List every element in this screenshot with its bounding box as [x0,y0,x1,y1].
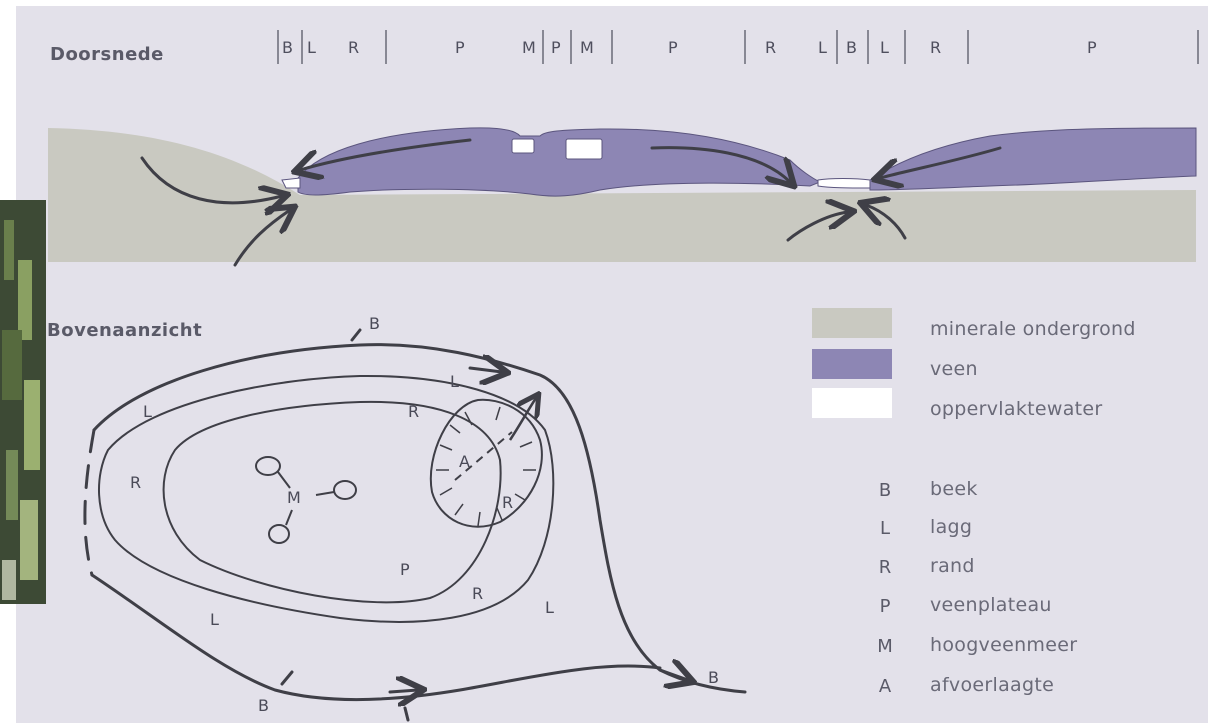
legend-label-peat: veen [930,358,978,380]
legend-key-label-r: rand [930,555,975,577]
plan-label-m: M [287,488,301,507]
legend-key-p: P [873,596,897,617]
zone-label-p4: P [1087,38,1097,57]
legend-key-m: M [873,636,897,657]
plan-label-a: A [459,452,470,471]
stream-bottom-arrow [390,690,418,692]
legend-swatch-peat [812,349,892,379]
plan-label-l-bottom: L [210,610,219,629]
cross-section-title: Doorsnede [50,44,164,65]
zone-label-r1: R [348,38,359,57]
legend-key-label-a: afvoerlaagte [930,674,1054,696]
photo-strip [0,200,46,604]
zone-label-l2: L [818,38,827,57]
zone-label-l1: L [307,38,316,57]
legend-label-mineral: minerale ondergrond [930,318,1136,340]
plan-label-l-right: L [545,598,554,617]
plan-label-p: P [400,560,410,579]
legend-key-label-m: hoogveenmeer [930,634,1077,656]
plan-label-r-top: R [408,402,419,421]
top-view-title: Bovenaanzicht [47,320,202,341]
plan-label-b-right: B [708,668,719,687]
zone-label-p1: P [455,38,465,57]
legend-key-label-l: lagg [930,516,972,538]
legend-label-water: oppervlaktewater [930,398,1103,420]
legend-key-label-b: beek [930,478,978,500]
zone-label-b1: B [282,38,293,57]
legend-key-r: R [873,557,897,578]
plan-label-r-right: R [502,493,513,512]
plan-label-b-bottom: B [258,696,269,715]
plan-label-l-left: L [143,402,152,421]
zone-label-r2: R [765,38,776,57]
legend-key-a: A [873,676,897,697]
plan-label-b-top: B [369,314,380,333]
zone-label-l3: L [880,38,889,57]
zone-label-p3: P [668,38,678,57]
plan-label-l-topright: L [450,372,459,391]
zone-label-r3: R [930,38,941,57]
zone-label-p2: P [551,38,561,57]
plan-label-r-left: R [130,473,141,492]
legend-swatch-mineral [812,308,892,338]
legend-key-l: L [873,518,897,539]
legend-swatch-water [812,388,892,418]
plan-label-r-bottom: R [472,584,483,603]
zone-label-m1: M [522,38,536,57]
legend-key-b: B [873,480,897,501]
zone-label-b2: B [846,38,857,57]
legend-key-label-p: veenplateau [930,594,1052,616]
zone-label-m2: M [580,38,594,57]
